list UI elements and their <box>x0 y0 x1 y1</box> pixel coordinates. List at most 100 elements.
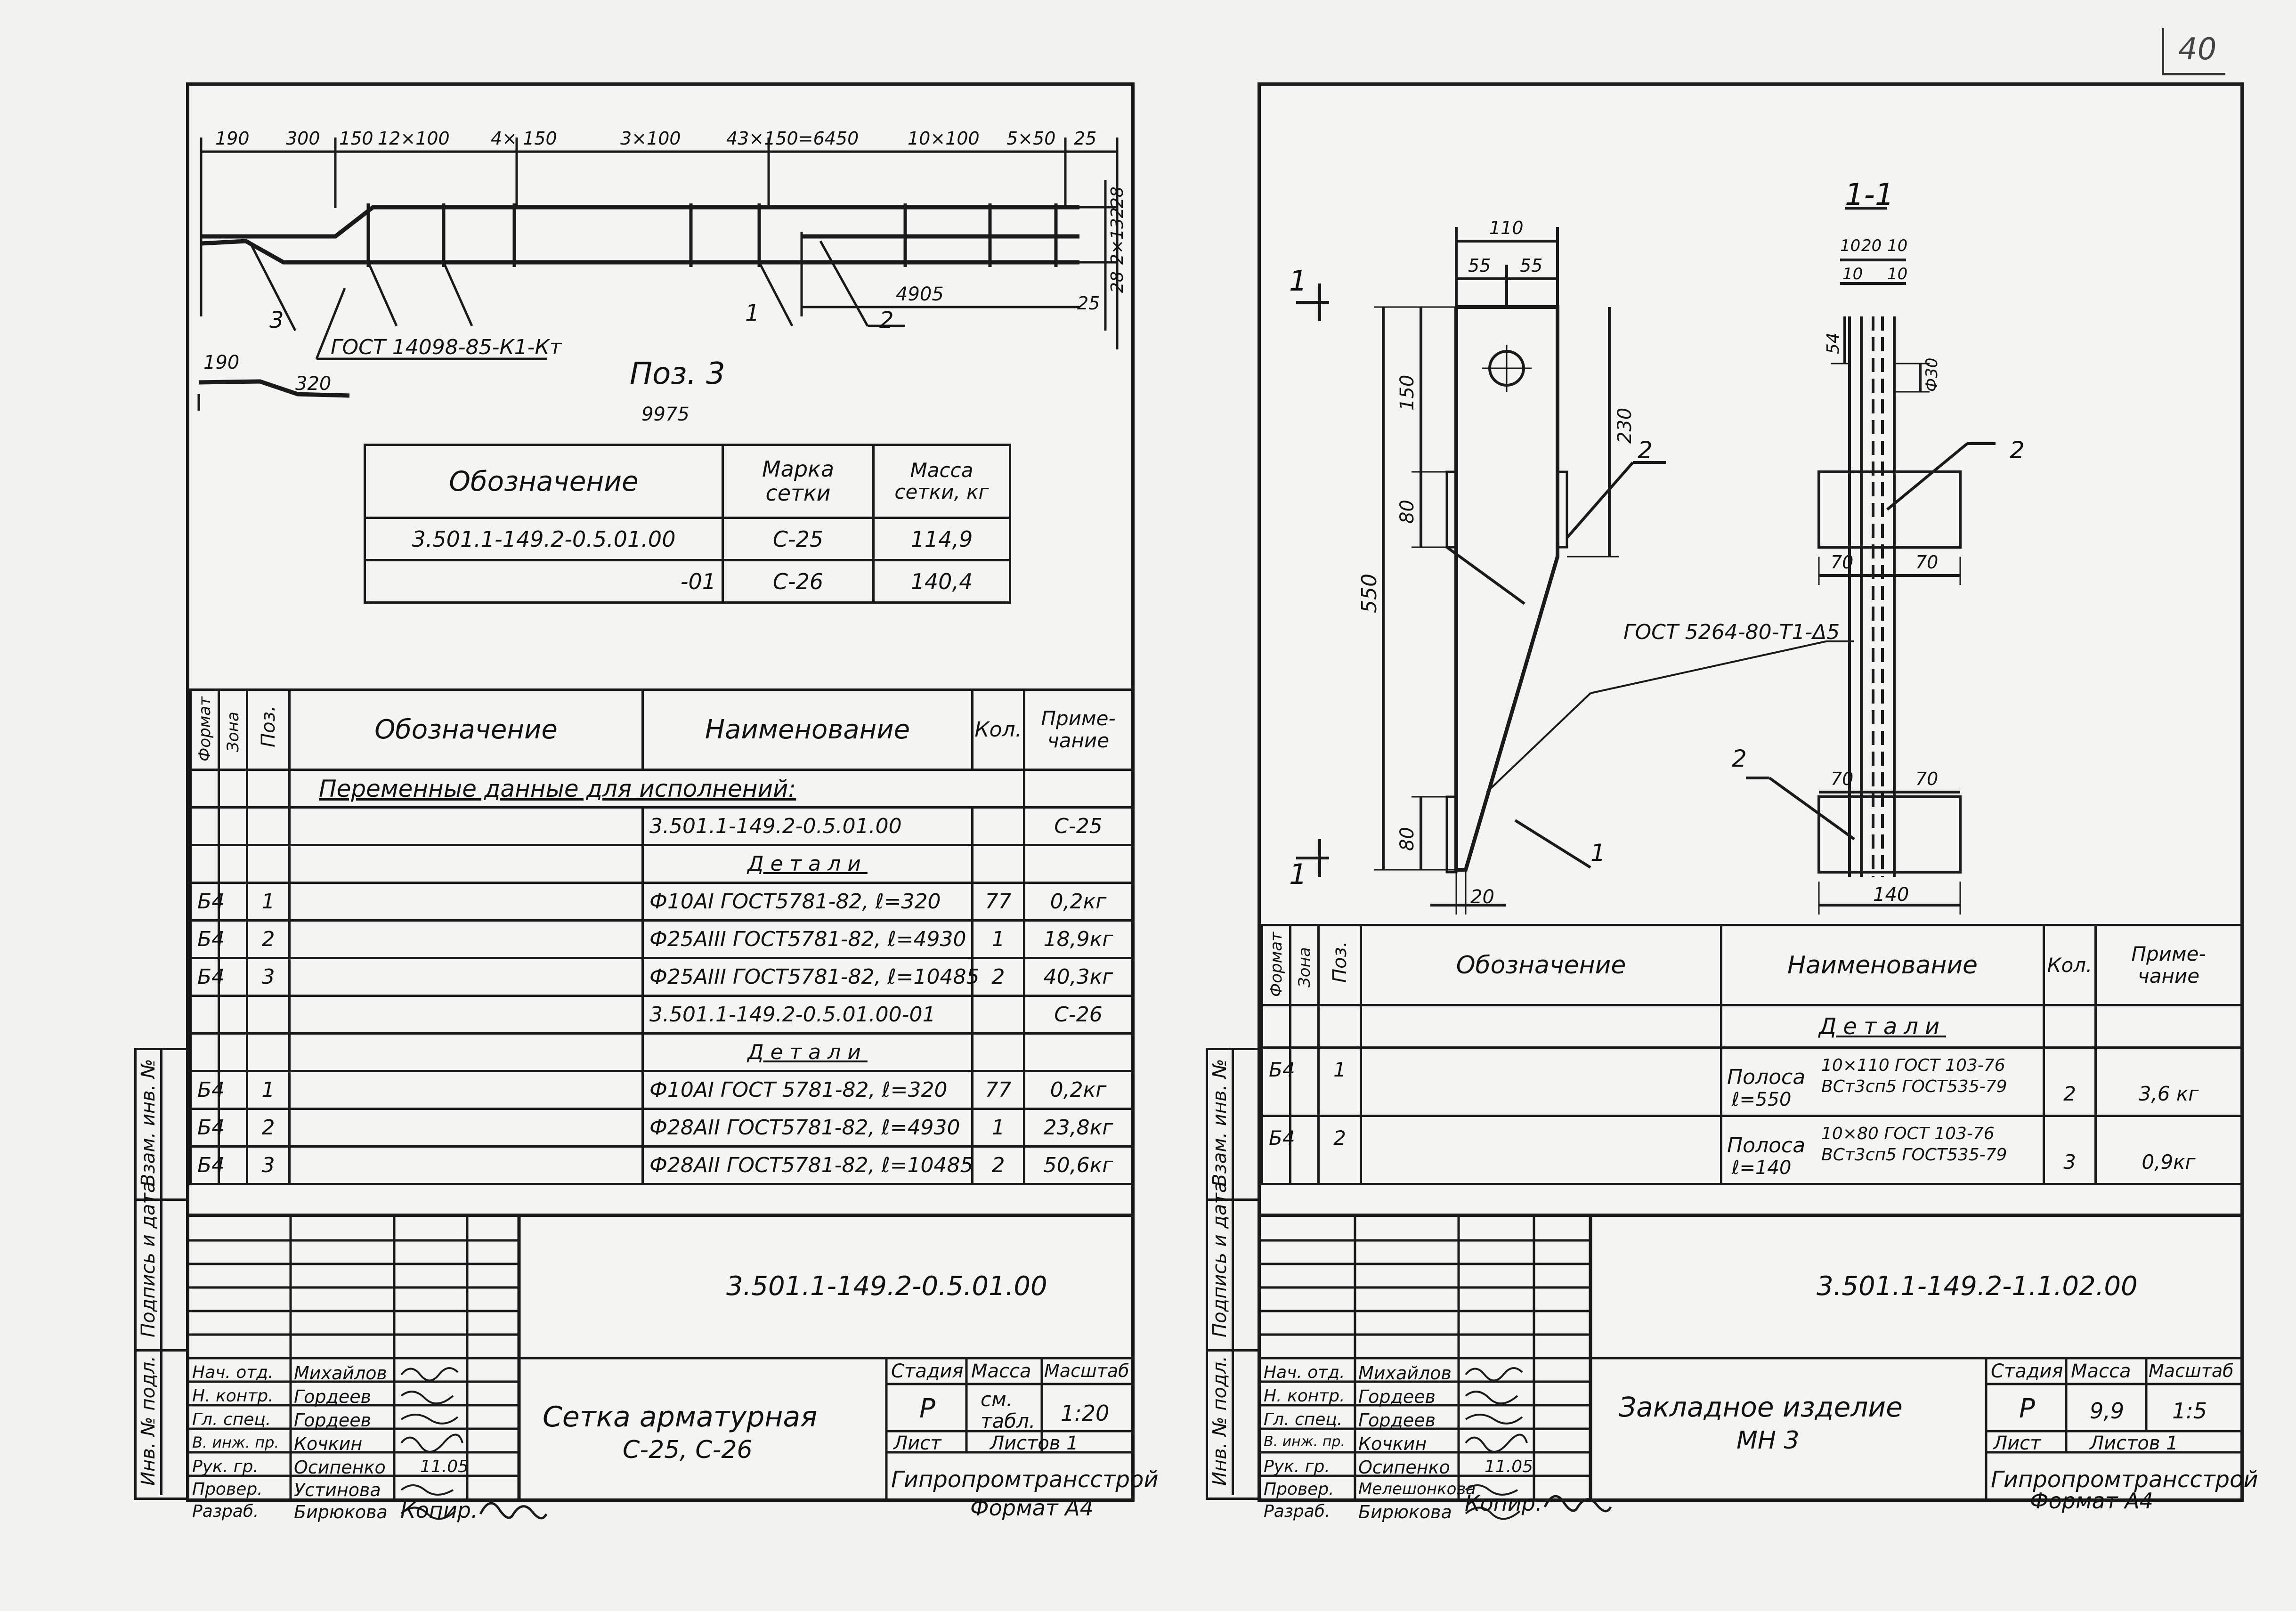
dim-right-28a: 28 <box>1108 186 1127 208</box>
dim-25-top: 25 <box>1074 128 1097 149</box>
side-label: Подпись и дата <box>1209 1181 1231 1337</box>
spec-table-left: Формат Зона Поз. Обозначение Наименовани… <box>189 688 1134 1185</box>
col-zone: Зона <box>218 688 248 771</box>
dim-25-bottom: 25 <box>1077 293 1100 314</box>
callout-2b: 2 <box>2010 437 2025 464</box>
col-zone: Зона <box>1289 924 1320 1006</box>
mesh-drawing <box>197 138 1119 411</box>
callout-1: 1 <box>745 300 760 326</box>
sheet-label: Лист <box>893 1433 941 1454</box>
role: Разраб. <box>1264 1502 1331 1521</box>
dim-55b: 55 <box>1520 255 1543 276</box>
dim-5x50: 5×50 <box>1006 128 1056 149</box>
cell: 140,4 <box>872 559 1011 604</box>
callout-2a: 2 <box>1638 437 1653 464</box>
section-label: 1-1 <box>1845 178 1894 212</box>
dim-4905: 4905 <box>896 283 944 305</box>
sec-dim-10c: 10 <box>1842 265 1863 283</box>
mesh-mass-table: Обозначение Марка сетки Масса сетки, кг … <box>364 444 1011 604</box>
signatures <box>1465 1367 1528 1520</box>
cell: 114,9 <box>872 517 1011 561</box>
sec-dim-54: 54 <box>1824 332 1843 354</box>
sec-dim-70c: 70 <box>1831 769 1854 789</box>
side-label: Взам. инв. № <box>1209 1059 1231 1187</box>
dim-80a: 80 <box>1396 500 1418 524</box>
side-strip-lines-left <box>134 1048 186 1495</box>
col-designation: Обозначение <box>364 444 724 519</box>
sheet-label: Лист <box>1993 1433 2041 1454</box>
stage-value: Р <box>2019 1393 2035 1424</box>
dim-3x100: 3×100 <box>620 128 681 149</box>
doc-title: Закладное изделие <box>1619 1391 1903 1423</box>
copy-label-left: Копир. <box>400 1498 478 1523</box>
bar3-dim-320: 320 <box>295 373 332 395</box>
title-block-left: 3.501.1-149.2-0.5.01.00 Нач. отд. Н. кон… <box>189 1214 1159 1522</box>
dim-230: 230 <box>1614 407 1636 444</box>
scale-label: Масштаб <box>2149 1360 2234 1381</box>
sheets-label: Листов 1 <box>990 1433 1079 1454</box>
spec-name: Полоса ℓ=550 10×110 ГОСТ 103-76 ВСт3сп5 … <box>1720 1046 2045 1117</box>
col-name: Наименование <box>1720 924 2045 1006</box>
dim-20: 20 <box>1470 886 1494 908</box>
mass-label: Масса <box>971 1360 1031 1382</box>
sec-dim-10b: 10 <box>1887 236 1908 255</box>
title-block-grid <box>189 1217 1131 1502</box>
bar3-dim-190: 190 <box>203 352 240 373</box>
role: Н. контр. <box>192 1386 274 1406</box>
sec-dim-d30: Ф30 <box>1923 357 1941 392</box>
callout-1: 1 <box>1590 839 1606 866</box>
doc-subtitle: МН 3 <box>1736 1426 1800 1455</box>
dim-190: 190 <box>215 128 250 149</box>
person-name: Бирюкова <box>294 1502 388 1522</box>
page-number-box: 40 <box>2162 28 2225 75</box>
person-name: Осипенко <box>294 1457 386 1478</box>
person-name: Михайлов <box>1358 1363 1452 1384</box>
role: В. инж. пр. <box>192 1433 279 1451</box>
col-mark: Марка сетки <box>722 444 875 519</box>
details-heading: Детали <box>1720 1004 2045 1049</box>
cell: С-25 <box>722 517 875 561</box>
dim-550: 550 <box>1357 574 1381 613</box>
role: Гл. спец. <box>1264 1410 1343 1429</box>
cell: С-26 <box>722 559 875 604</box>
doc-code: 3.501.1-149.2-1.1.02.00 <box>1817 1271 2138 1302</box>
format-label-left: Формат А4 <box>970 1495 1094 1521</box>
weld-note: ГОСТ 5264-80-Т1-Δ5 <box>1623 620 1840 644</box>
dim-right-2x132: 2×132 <box>1108 207 1127 265</box>
dim-300: 300 <box>286 128 320 149</box>
sheet-left: 190 300 150 12×100 4× 150 3×100 43×150=6… <box>186 82 1159 1522</box>
callout-3: 3 <box>269 307 284 333</box>
dim-110: 110 <box>1489 218 1524 238</box>
org-name: Гипропромтрансстрой <box>891 1466 1159 1493</box>
col-designation: Обозначение <box>1360 924 1722 1006</box>
mass-label: Масса <box>2071 1360 2131 1382</box>
person-name: Осипенко <box>1358 1457 1450 1478</box>
spec-table-right: Формат Зона Поз. Обозначение Наименовани… <box>1261 924 2243 1185</box>
sec-dim-10a: 10 <box>1840 236 1861 255</box>
variable-data: Переменные данные для исполнений: <box>288 769 1025 809</box>
side-label: Подпись и дата <box>138 1181 159 1337</box>
doc-code: 3.501.1-149.2-0.5.01.00 <box>726 1271 1047 1302</box>
sec-dim-140: 140 <box>1873 884 1909 906</box>
stage-label: Стадия <box>891 1360 964 1382</box>
dim-43x150: 43×150=6450 <box>726 128 859 149</box>
sec-dim-70d: 70 <box>1915 769 1939 789</box>
person-name: Михайлов <box>294 1363 387 1384</box>
cell: 3.501.1-149.2-0.5.01.00 <box>364 517 724 561</box>
callout-2: 2 <box>879 307 894 333</box>
role: Разраб. <box>192 1502 259 1521</box>
role: Рук. гр. <box>192 1457 259 1476</box>
col-note: Приме-чание <box>1023 688 1134 771</box>
sheet-right: 1-1 1 1 110 55 55 150 230 80 550 80 20 2… <box>1258 82 2258 1522</box>
cut-mark-bottom: 1 <box>1289 858 1307 891</box>
spec-name: 3.501.1-149.2-0.5.01.00 <box>641 806 974 846</box>
col-pos: Поз. <box>1317 924 1362 1006</box>
side-label: Инв. № подл. <box>138 1356 159 1486</box>
signatures <box>400 1367 463 1520</box>
cell: -01 <box>364 559 724 604</box>
col-qty: Кол. <box>2043 924 2097 1006</box>
col-note: Приме-чание <box>2094 924 2243 1006</box>
role: В. инж. пр. <box>1264 1433 1346 1450</box>
person-name: Гордеев <box>294 1410 371 1431</box>
dim-right-28b: 28 <box>1108 271 1127 293</box>
